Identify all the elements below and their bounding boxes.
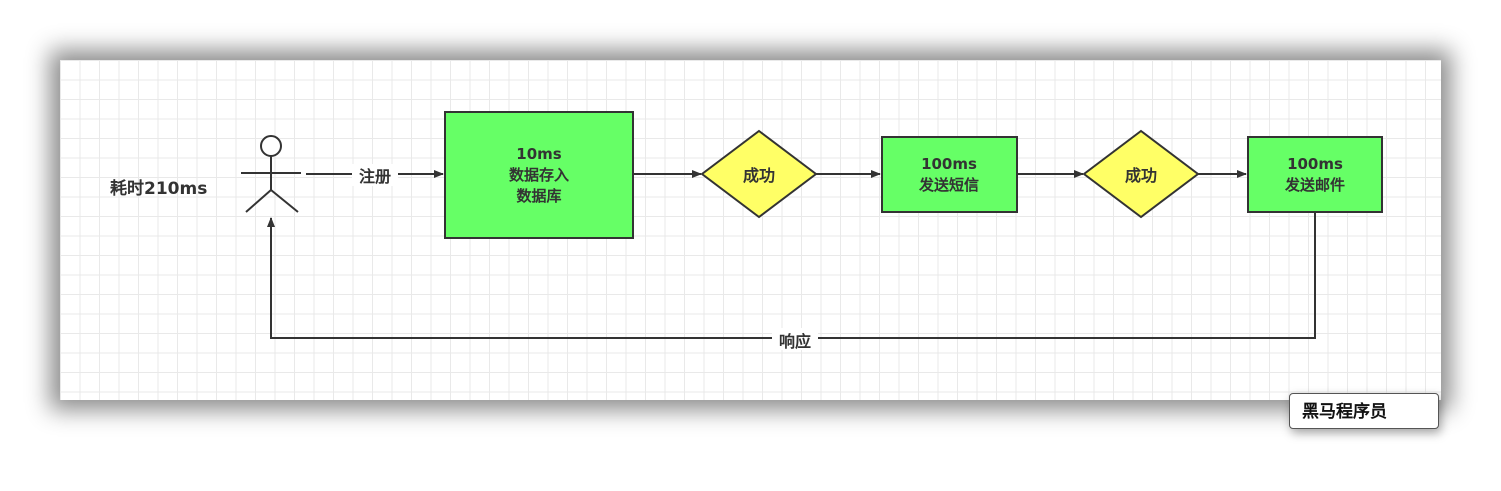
- watermark-text: 黑马程序员: [1302, 402, 1387, 422]
- edge-label-bg: [352, 164, 398, 186]
- process-box-db: [444, 111, 634, 239]
- decision-2: [1082, 129, 1200, 219]
- box-db-line2: 数据存入: [509, 166, 569, 184]
- box-sms-line2: 发送短信: [918, 176, 979, 194]
- box-db-line1: 10ms: [516, 145, 562, 163]
- decision-1-label: 成功: [743, 166, 775, 185]
- stick-figure-icon: [241, 135, 301, 213]
- box-mail-line1: 100ms: [1287, 155, 1343, 173]
- diagram-canvas: [60, 60, 1441, 400]
- process-box-sms: [881, 136, 1018, 213]
- process-box-mail: [1247, 136, 1383, 213]
- box-db-line3: 数据库: [516, 187, 561, 205]
- edge-response: [267, 212, 1316, 339]
- decision-2-label: 成功: [1125, 166, 1157, 185]
- edge-register-label: 注册: [359, 167, 391, 186]
- decision-1: [700, 129, 818, 219]
- box-sms-line1: 100ms: [921, 155, 977, 173]
- edge-response-label: 响应: [779, 332, 811, 351]
- time-label: 耗时210ms: [110, 178, 207, 199]
- edge-label-bg: [772, 328, 818, 350]
- watermark-badge: 黑马程序员: [1289, 393, 1439, 429]
- box-mail-line2: 发送邮件: [1284, 176, 1345, 194]
